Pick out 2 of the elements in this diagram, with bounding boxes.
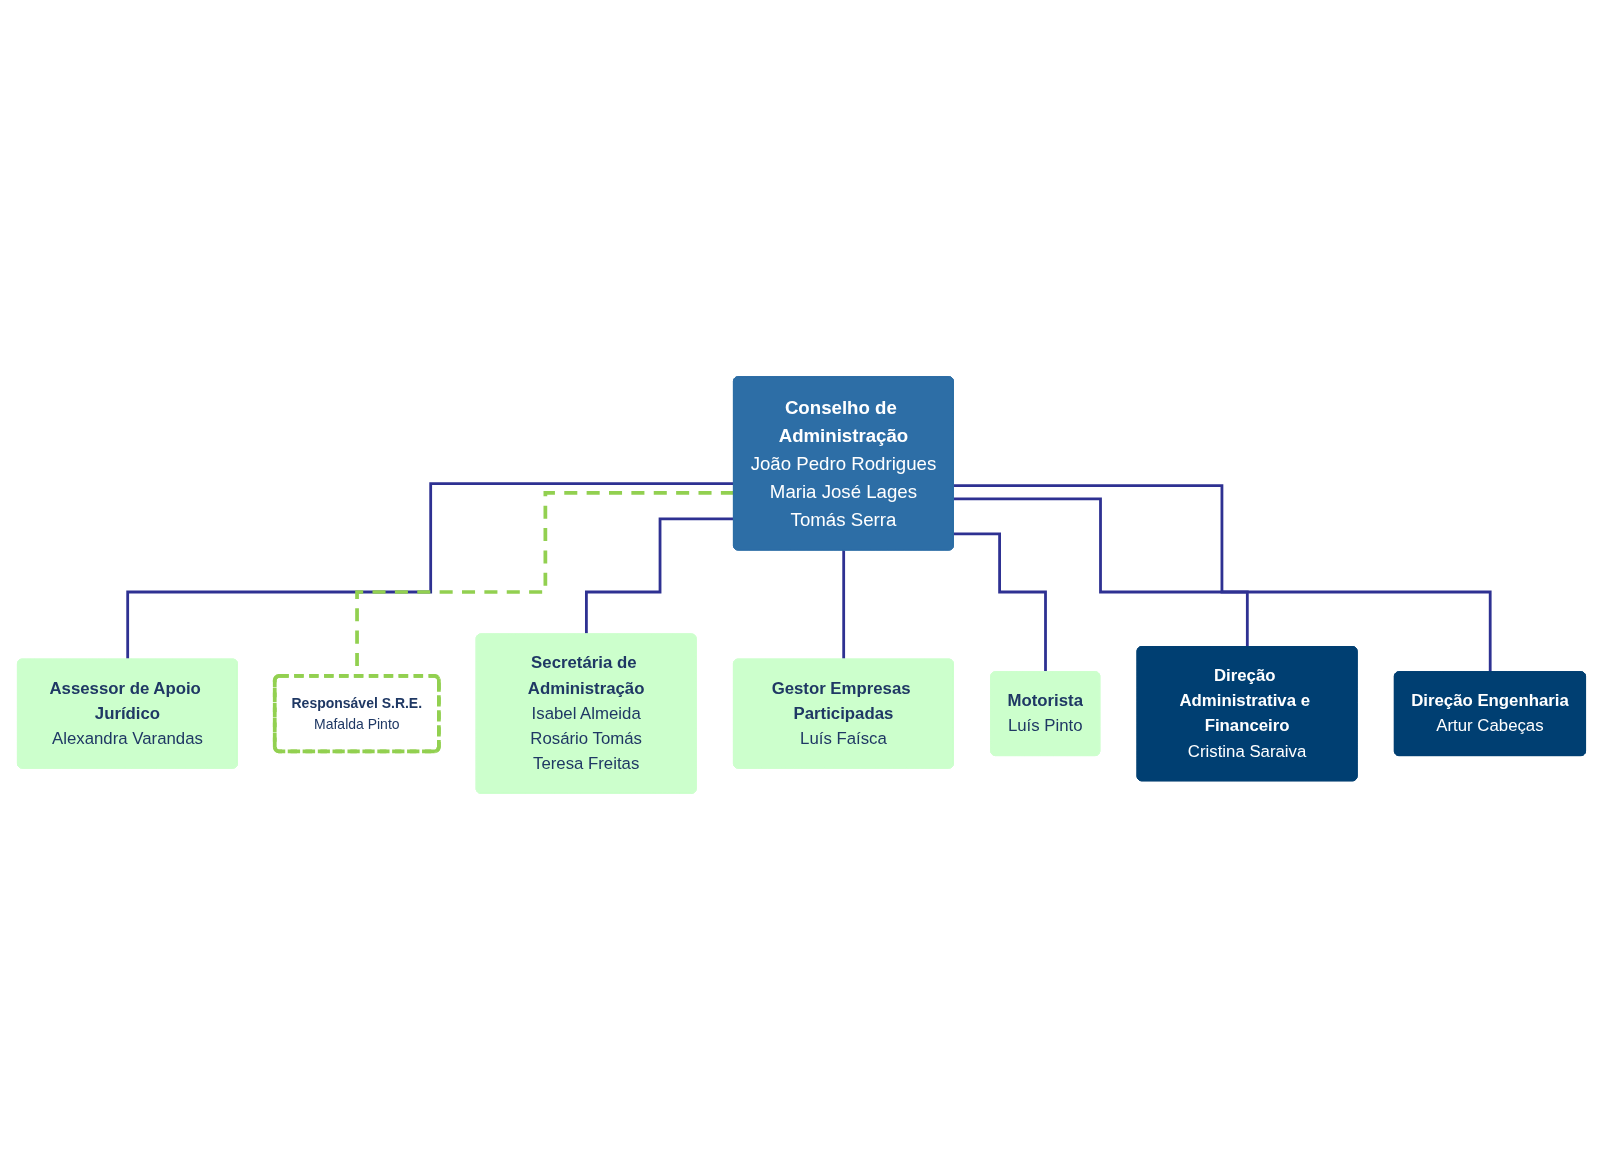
connector (126, 482, 734, 661)
connector (842, 549, 846, 661)
